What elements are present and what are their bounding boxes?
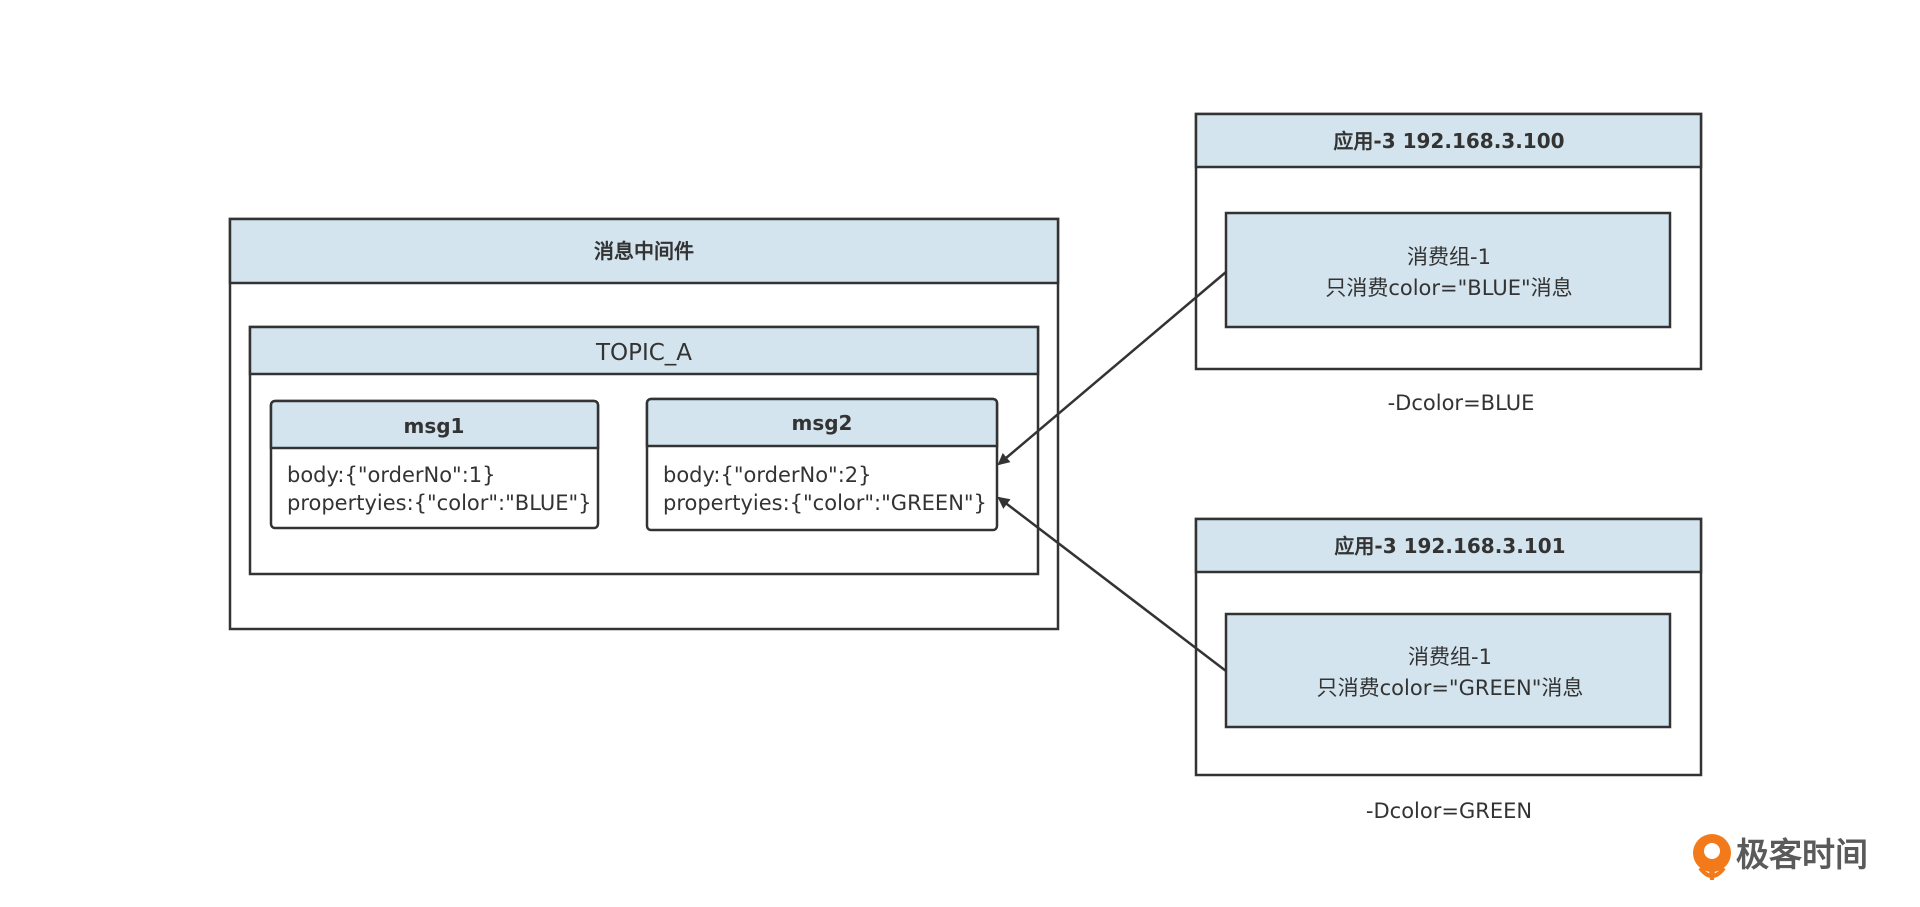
arrow-green-consumer-to-msg2 — [997, 496, 1227, 672]
message-body-line: body:{"orderNo":2} — [663, 463, 872, 487]
app-title: 应用-3 192.168.3.101 — [1334, 534, 1565, 558]
consumer-group-box — [1224, 612, 1672, 729]
consumer-group-name: 消费组-1 — [1408, 645, 1492, 669]
geektime-logo: 极客时间 — [1693, 834, 1868, 880]
jvm-param-label: -Dcolor=GREEN — [1366, 799, 1532, 823]
topic-header — [248, 325, 1040, 376]
message-title: msg2 — [792, 411, 853, 435]
app-title: 应用-3 192.168.3.100 — [1333, 129, 1564, 153]
middleware-header — [228, 217, 1060, 285]
consumer-filter: 只消费color="BLUE"消息 — [1325, 276, 1572, 300]
jvm-param-label: -Dcolor=BLUE — [1388, 391, 1535, 415]
app-box-blue: 应用-3 192.168.3.100 消费组-1 只消费color="BLUE"… — [1194, 112, 1703, 371]
message-properties-line: propertyies:{"color":"GREEN"} — [663, 491, 987, 515]
middleware-title: 消息中间件 — [594, 239, 694, 263]
arrow-blue-consumer-to-msg2 — [997, 271, 1227, 466]
consumer-group-name: 消费组-1 — [1407, 245, 1491, 269]
message-properties-line: propertyies:{"color":"BLUE"} — [287, 491, 592, 515]
message-header — [269, 399, 600, 450]
message-title: msg1 — [404, 414, 465, 438]
app-box-green: 应用-3 192.168.3.101 消费组-1 只消费color="GREEN… — [1194, 517, 1703, 777]
app-header — [1194, 112, 1703, 169]
message-body-line: body:{"orderNo":1} — [287, 463, 496, 487]
topic-title: TOPIC_A — [595, 340, 692, 366]
geektime-logo-icon — [1693, 834, 1731, 880]
message-card-msg1: msg1 body:{"orderNo":1} propertyies:{"co… — [269, 399, 600, 530]
geektime-logo-text: 极客时间 — [1736, 835, 1868, 874]
consumer-group-box — [1224, 211, 1672, 329]
topic-box: TOPIC_A — [248, 325, 1040, 576]
consumer-filter: 只消费color="GREEN"消息 — [1317, 676, 1584, 700]
message-card-msg2: msg2 body:{"orderNo":2} propertyies:{"co… — [645, 397, 999, 532]
message-header — [645, 397, 999, 448]
app-header — [1194, 517, 1703, 574]
